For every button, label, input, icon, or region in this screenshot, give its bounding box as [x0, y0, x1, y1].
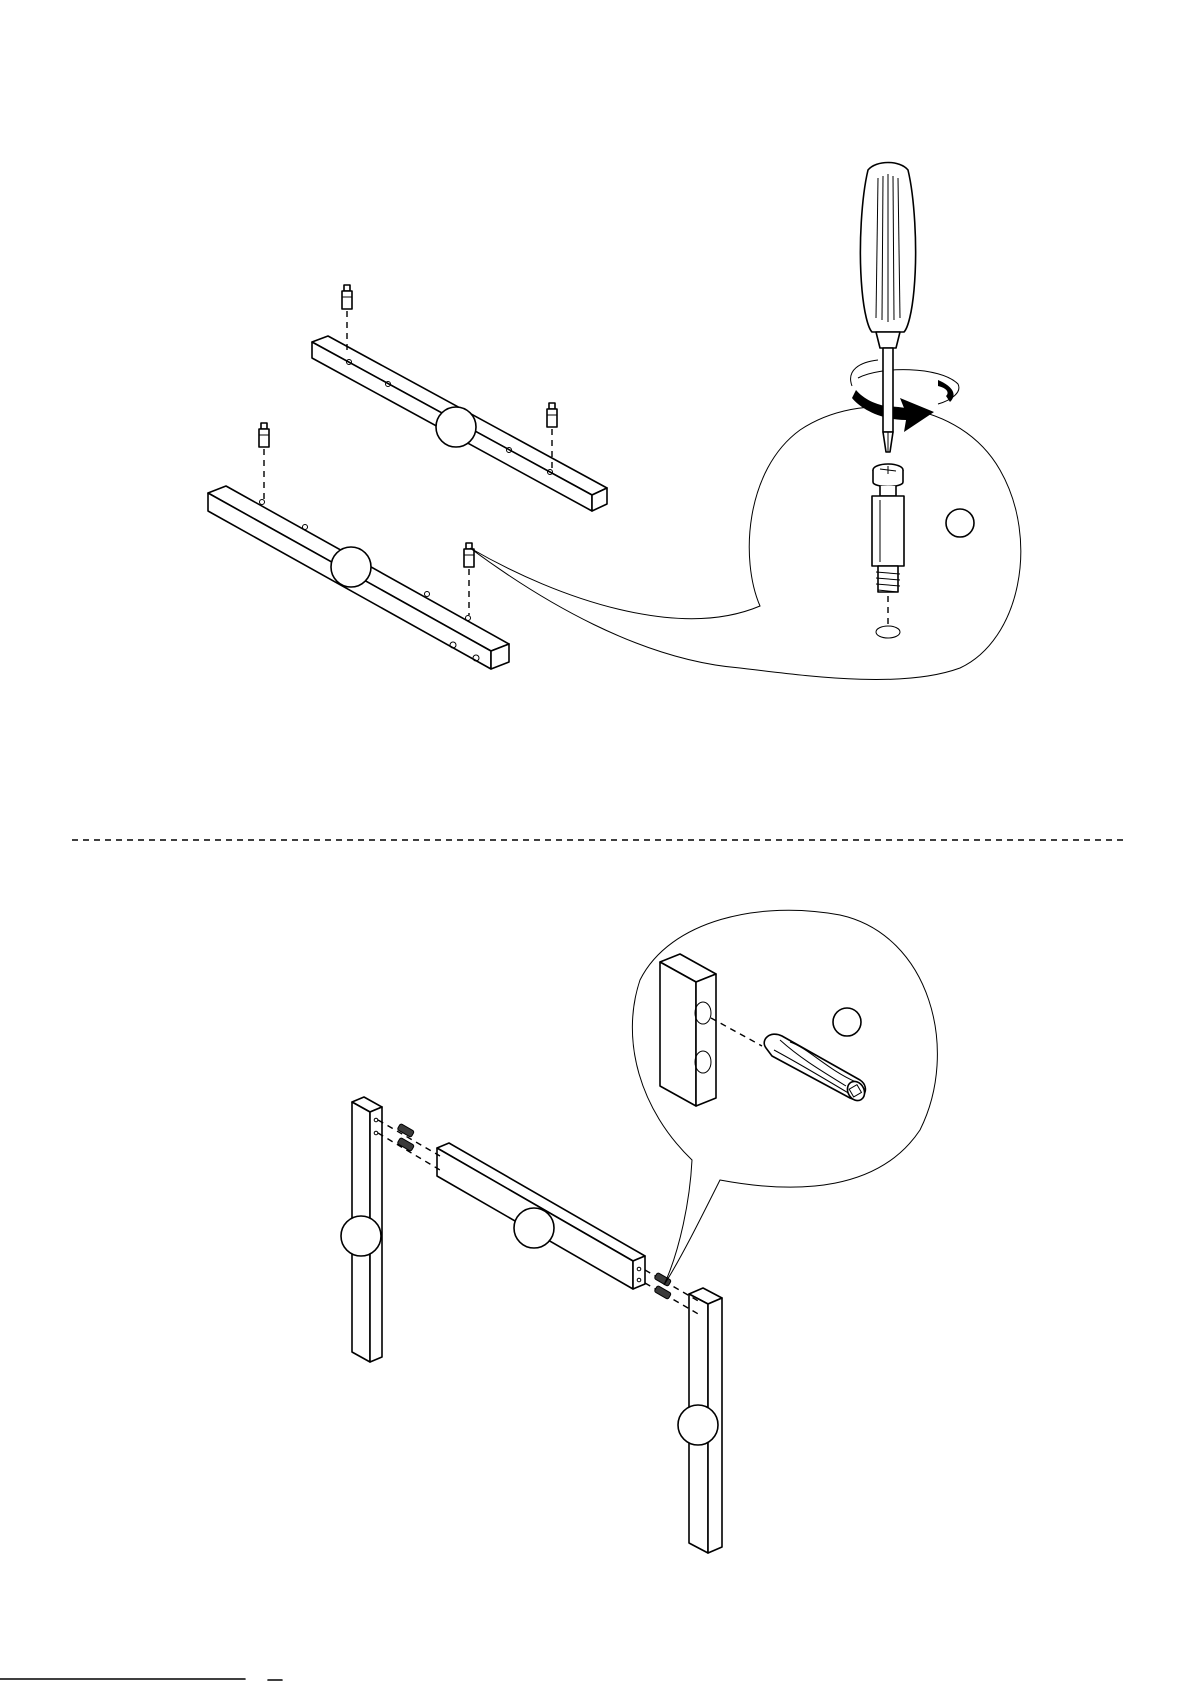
part-label-circle-left-leg	[341, 1216, 381, 1256]
hardware-label-circle-cam-bolt	[946, 509, 974, 537]
cam-bolt-icon	[464, 543, 474, 615]
part-label-circle-lower-rail	[331, 547, 371, 587]
rotate-clockwise-arrow-icon	[851, 360, 959, 432]
step-install-cam-bolts	[208, 163, 1021, 680]
part-label-circle-upper-rail	[436, 407, 476, 447]
board-end-detail-icon	[660, 954, 762, 1106]
zoom-callout-bubble	[470, 407, 1021, 680]
cam-bolt-icon	[259, 423, 269, 499]
part-label-circle-right-leg	[678, 1405, 718, 1445]
wooden-dowel-detail-icon	[764, 1034, 868, 1103]
hardware-label-circle-dowel	[833, 1008, 861, 1036]
step-insert-dowels	[341, 910, 937, 1553]
cam-bolt-detail-icon	[872, 464, 904, 638]
part-label-circle-middle-rail	[514, 1208, 554, 1248]
